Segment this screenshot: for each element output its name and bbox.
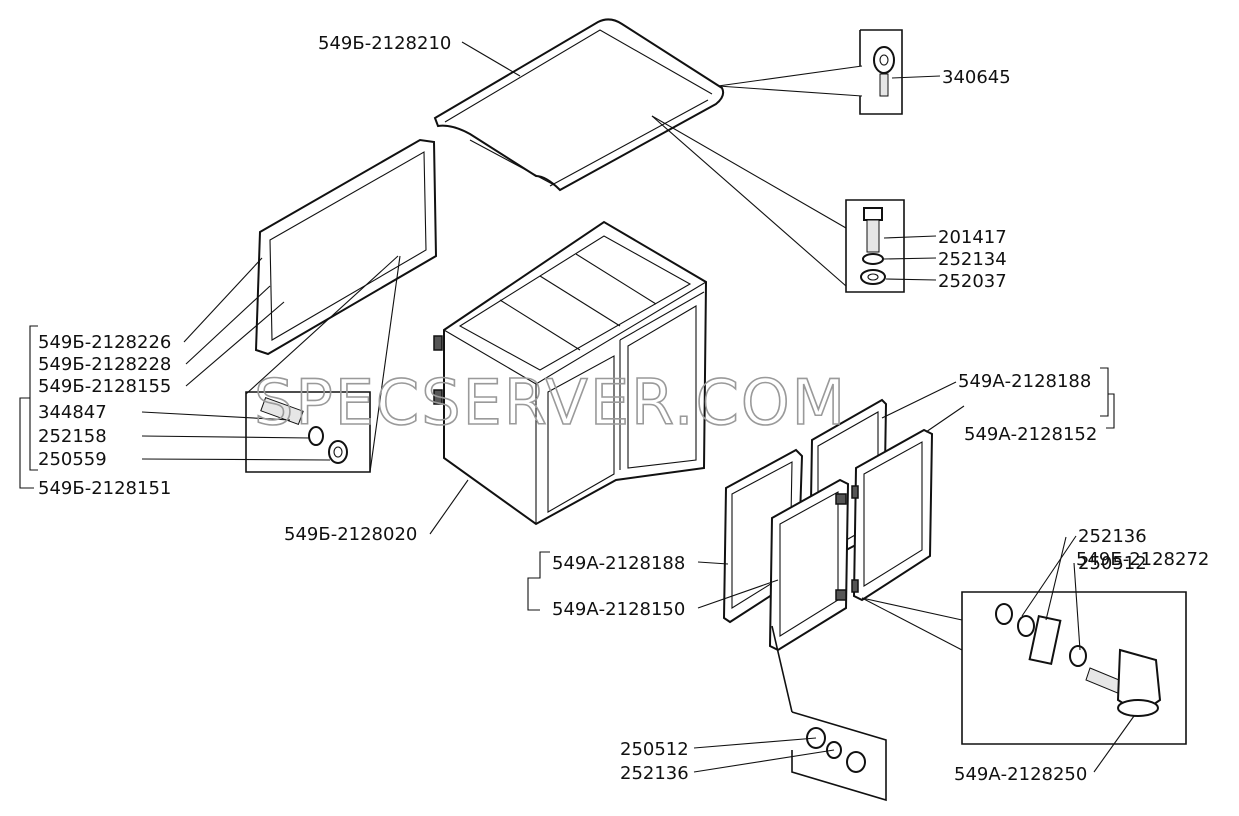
label-a2128150: 549А-2128150 [552, 599, 685, 620]
right-door [851, 428, 934, 602]
inset-bolt-201417 [845, 199, 905, 293]
part-labels: 549Б-2128210 340645 201417 252134 252037… [38, 33, 1209, 785]
box-frame [433, 220, 708, 526]
label-a2128152: 549А-2128152 [964, 424, 1097, 445]
label-a2128188-top: 549А-2128188 [958, 371, 1091, 392]
label-201417: 201417 [938, 227, 1007, 248]
inset-fitting-344847 [245, 391, 371, 473]
label-252158: 252158 [38, 426, 107, 447]
label-2128228: 549Б-2128228 [38, 354, 171, 375]
label-2128155: 549Б-2128155 [38, 376, 171, 397]
lid-panel [433, 18, 725, 192]
watermark-text: SPECSERVER.COM [254, 366, 847, 439]
inset-bolt-340645 [859, 29, 903, 115]
inset-nuts-bottom [771, 625, 887, 802]
left-door [768, 478, 850, 652]
label-2128020: 549Б-2128020 [284, 524, 417, 545]
label-252134: 252134 [938, 249, 1007, 270]
label-250559: 250559 [38, 449, 107, 470]
label-252136-right: 252136 [1078, 526, 1147, 547]
label-2128151: 549Б-2128151 [38, 478, 171, 499]
label-340645: 340645 [942, 67, 1011, 88]
label-a2128250: 549А-2128250 [954, 764, 1087, 785]
side-panel-gasket [254, 138, 438, 356]
label-a2128188-left: 549А-2128188 [552, 553, 685, 574]
label-2128272: 549Б-2128272 [1076, 549, 1209, 570]
label-252037: 252037 [938, 271, 1007, 292]
leader-lines [19, 41, 1135, 773]
label-2128210: 549Б-2128210 [318, 33, 451, 54]
label-250512-right: 250512 [1078, 553, 1147, 574]
label-252136-bottom: 252136 [620, 763, 689, 784]
label-250512-bottom: 250512 [620, 739, 689, 760]
inset-lock-parts [961, 591, 1187, 745]
label-2128226: 549Б-2128226 [38, 332, 171, 353]
label-344847: 344847 [38, 402, 107, 423]
